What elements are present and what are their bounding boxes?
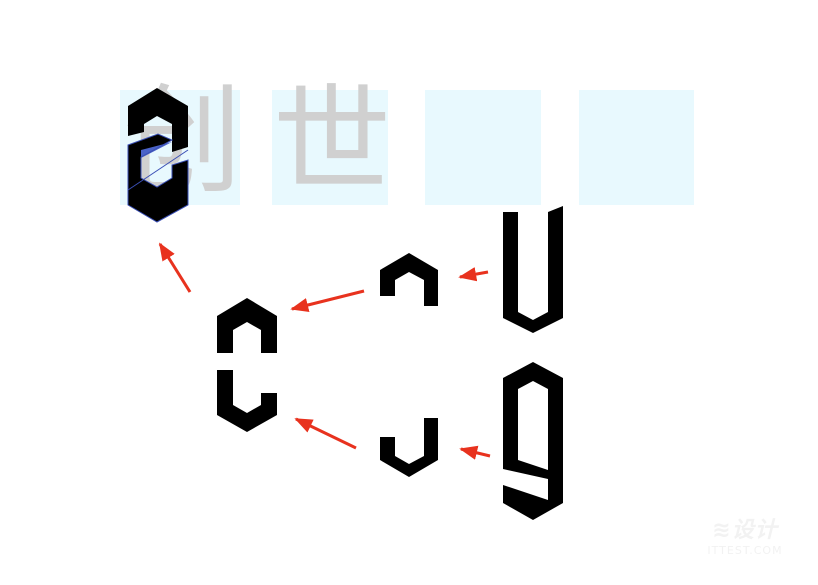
assembled-glyph[interactable] xyxy=(127,88,189,223)
guide-box-3 xyxy=(425,90,541,205)
arch-piece-top xyxy=(380,253,438,306)
source-letter-u xyxy=(503,206,563,333)
background-char-shi: 世 xyxy=(273,72,392,210)
combined-glyph-lower xyxy=(217,370,277,432)
arrow-u-to-arch xyxy=(458,267,489,282)
watermark: ≋设计 ITTEST.COM xyxy=(690,512,800,557)
hook-piece-bottom xyxy=(380,418,438,477)
arrow-arch-to-upper xyxy=(290,289,365,313)
watermark-main: ≋设计 xyxy=(712,518,778,543)
arrow-hook-to-lower xyxy=(294,417,357,450)
watermark-sub: ITTEST.COM xyxy=(707,544,783,557)
guide-box-4 xyxy=(579,90,694,205)
arrows xyxy=(158,242,491,460)
arrow-middle-to-assembled xyxy=(158,242,192,293)
arrow-g-to-hook xyxy=(459,445,491,460)
source-letter-g xyxy=(503,362,563,520)
combined-glyph-upper xyxy=(217,298,277,353)
guide-box-2 xyxy=(272,90,388,205)
